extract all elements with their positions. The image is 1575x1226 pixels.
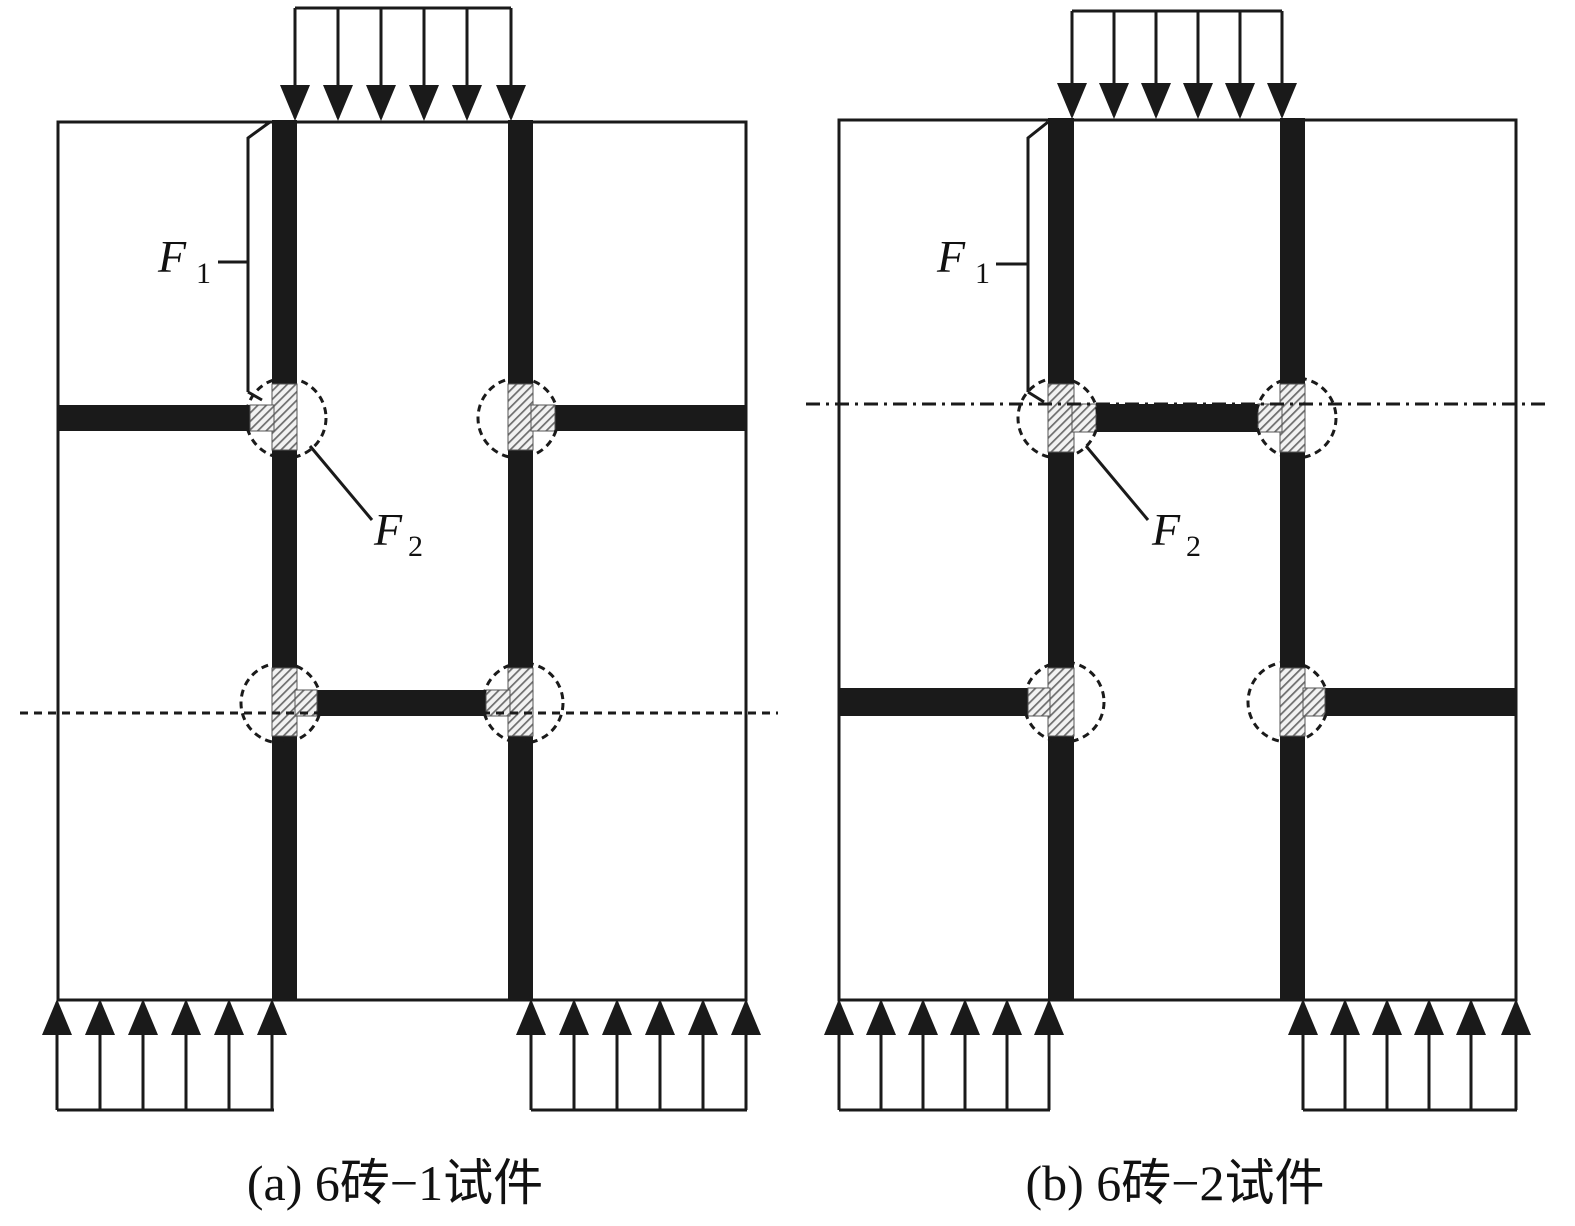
panel-b-joint-lower-right xyxy=(1246,660,1330,744)
panel-b-f1-label: F xyxy=(936,231,966,282)
panel-a-joint-lower-right xyxy=(481,661,565,745)
panel-b-f2-label: F xyxy=(1151,504,1181,555)
panel-a-joint-upper-right xyxy=(476,376,560,460)
panel-b-right-column xyxy=(1280,118,1305,1000)
panel-b-bottom-right-load xyxy=(1288,999,1531,1112)
panel-b-f1-subscript: 1 xyxy=(975,257,990,290)
panel-b-joint-lower-left xyxy=(1022,660,1106,744)
panel-b-joint-upper-right xyxy=(1254,376,1338,460)
panel-a-f2-leader xyxy=(308,445,374,521)
panel-a-f1-label: F xyxy=(157,231,187,282)
panel-a-upper-left-beam xyxy=(58,405,272,431)
panel-b-upper-middle-beam xyxy=(1074,404,1280,432)
panel-a-left-column xyxy=(272,120,297,1000)
panel-a-bottom-right-load xyxy=(516,999,761,1112)
panel-b-top-load xyxy=(1057,9,1297,119)
panel-a-caption: (a) 6砖−1试件 xyxy=(247,1155,543,1211)
panel-a-joint-lower-left xyxy=(239,661,323,745)
panel-a-top-load xyxy=(280,6,526,121)
panel-b-joint-upper-left xyxy=(1016,376,1100,460)
panel-b-outer-frame xyxy=(837,118,1518,1002)
panel-b-left-column xyxy=(1048,118,1074,1000)
panel-a-right-column xyxy=(508,120,533,1000)
panel-b-f2-subscript: 2 xyxy=(1186,530,1201,563)
panel-a-joint-upper-left xyxy=(244,376,328,460)
panel-a-bottom-left-load xyxy=(42,999,287,1112)
panel-b-f2-leader xyxy=(1084,445,1150,521)
panel-a-f2-label: F xyxy=(373,504,403,555)
panel-a-outer-frame xyxy=(56,120,748,1002)
panel-b: F 1 F 2 (b) 6砖−2试件 xyxy=(806,9,1548,1211)
panel-b-caption: (b) 6砖−2试件 xyxy=(1026,1155,1325,1211)
panel-b-f1-leader xyxy=(996,120,1049,404)
panel-b-lower-right-beam xyxy=(1305,688,1516,716)
panel-b-bottom-left-load xyxy=(824,999,1064,1112)
panel-a-upper-right-beam xyxy=(533,405,746,431)
panel-a-f2-subscript: 2 xyxy=(408,530,423,563)
panel-a: F 1 F 2 (a) 6砖−1试件 xyxy=(20,6,778,1211)
panel-a-f1-leader xyxy=(218,120,271,402)
panel-b-lower-left-beam xyxy=(839,688,1048,716)
panel-a-f1-subscript: 1 xyxy=(196,257,211,290)
